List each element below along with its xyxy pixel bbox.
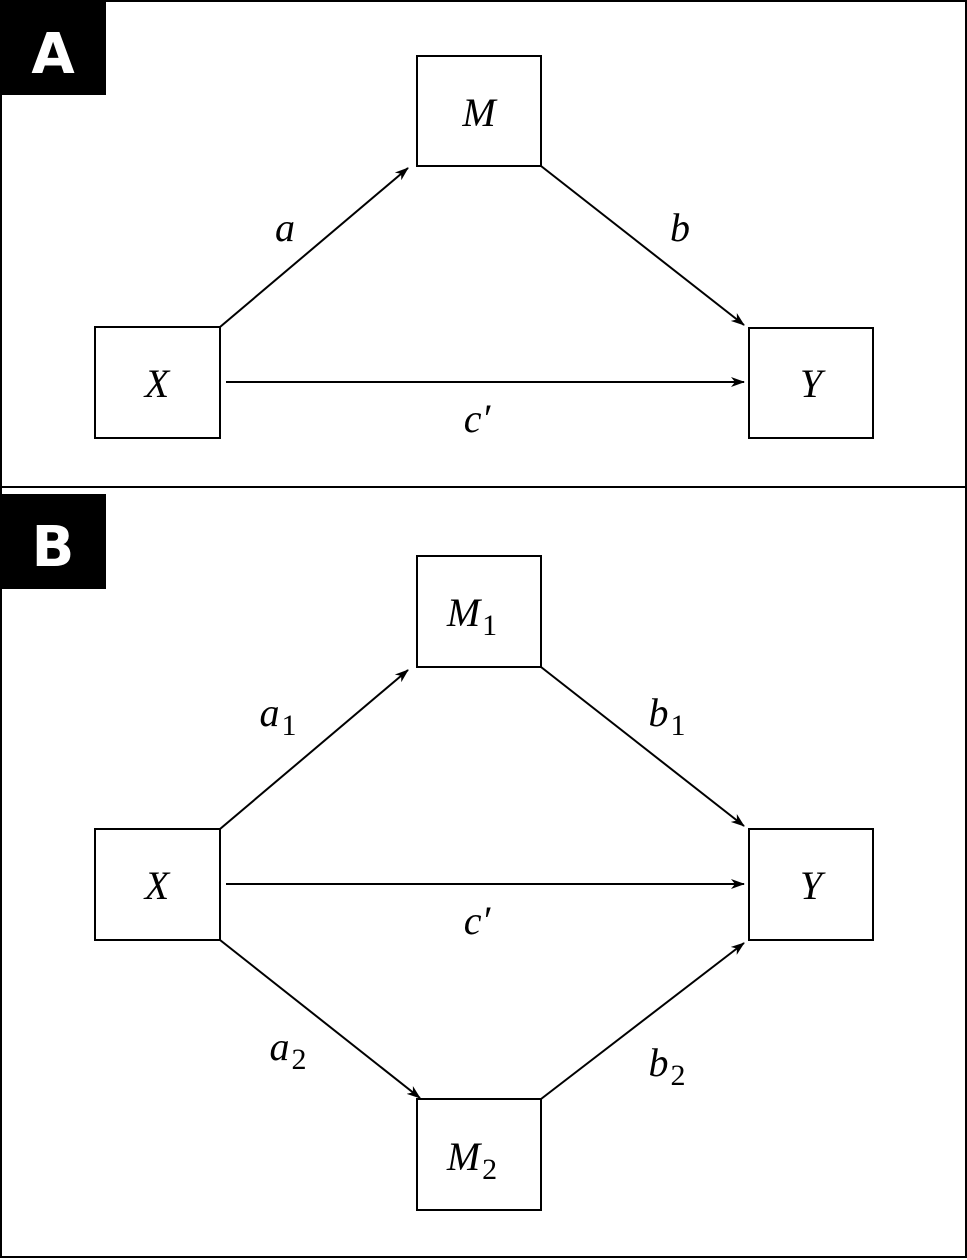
path-c-prime-label-b: c′	[464, 898, 492, 943]
node-y-b-box	[748, 828, 874, 941]
path-a1-subscript: 1	[282, 709, 297, 742]
node-m2-subscript: 2	[482, 1153, 497, 1186]
edge-x-to-m1	[219, 669, 409, 830]
node-m2-base: M	[446, 1134, 483, 1179]
node-x-b-label: X	[143, 863, 171, 908]
edge-x-to-m	[219, 167, 409, 328]
panel-b: B M1 X Y M2 a1 b1 c′ a2 b2	[0, 486, 967, 1258]
node-y-box	[748, 327, 874, 439]
panel-a-badge	[0, 0, 106, 95]
node-x-label: X	[143, 361, 171, 406]
node-m1-label: M1	[446, 590, 497, 642]
path-b1-label: b1	[649, 690, 686, 742]
node-x-b: X	[94, 828, 221, 941]
node-y-label: Y	[800, 361, 826, 406]
path-b1-base: b	[649, 690, 669, 735]
path-b2-label: b2	[649, 1040, 686, 1092]
node-m1: M1	[416, 555, 542, 668]
node-x: X	[94, 326, 221, 439]
node-m-label: M	[461, 90, 498, 135]
panel-a: A M X Y a b c′	[0, 0, 967, 488]
path-b2-subscript: 2	[671, 1059, 686, 1092]
path-b-label: b	[670, 205, 690, 250]
edge-m1-to-y	[540, 666, 745, 827]
node-m2-box	[416, 1098, 542, 1211]
edge-m2-to-y	[540, 942, 745, 1100]
panel-b-label: B	[32, 515, 75, 580]
path-a2-label: a2	[270, 1024, 307, 1076]
node-x-box	[94, 326, 221, 439]
node-x-b-box	[94, 828, 221, 941]
path-a1-label: a1	[260, 690, 297, 742]
node-m1-base: M	[446, 590, 483, 635]
node-m-box	[416, 55, 542, 167]
edge-m-to-y	[540, 165, 745, 326]
node-m2-label: M2	[446, 1134, 497, 1186]
path-a2-base: a	[270, 1024, 290, 1069]
path-c-prime-label: c′	[464, 396, 492, 441]
node-m1-subscript: 1	[482, 609, 497, 642]
path-b1-subscript: 1	[671, 709, 686, 742]
panel-b-frame	[0, 486, 967, 1258]
node-m: M	[416, 55, 542, 167]
path-a2-subscript: 2	[292, 1043, 307, 1076]
panel-b-badge	[0, 494, 106, 589]
node-y: Y	[748, 327, 874, 439]
node-y-b-label: Y	[800, 863, 826, 908]
path-b2-base: b	[649, 1040, 669, 1085]
panel-a-label: A	[31, 22, 75, 87]
path-a-label: a	[275, 205, 295, 250]
edge-x-to-m2	[219, 939, 421, 1099]
node-m2: M2	[416, 1098, 542, 1211]
node-y-b: Y	[748, 828, 874, 941]
path-a1-base: a	[260, 690, 280, 735]
node-m1-box	[416, 555, 542, 668]
